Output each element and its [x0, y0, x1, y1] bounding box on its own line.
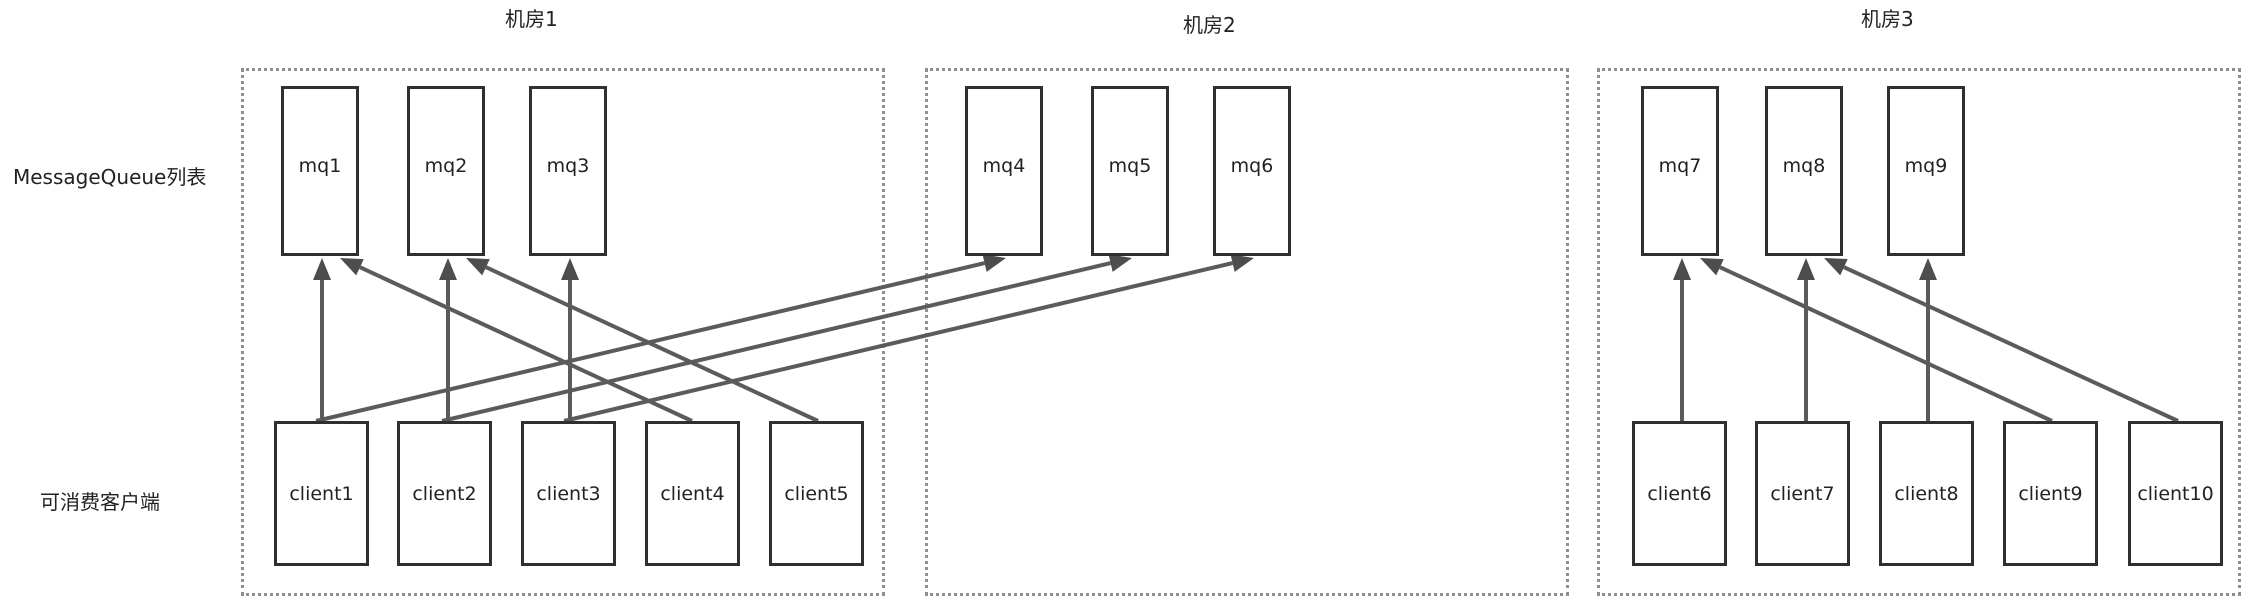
edge-line-client5-to-mq2 — [485, 265, 819, 423]
edge-line-client9-to-mq7 — [1719, 265, 2053, 423]
client-node-3: client3 — [521, 421, 616, 566]
queue-mq7: mq7 — [1641, 86, 1719, 256]
arrowhead-icon — [1673, 258, 1691, 280]
arrowhead-icon — [1797, 258, 1815, 280]
client-node-1: client1 — [274, 421, 369, 566]
edge-line-client4-to-mq1 — [359, 265, 693, 423]
client-node-10: client10 — [2128, 421, 2223, 566]
queue-mq8: mq8 — [1765, 86, 1843, 256]
arrowhead-icon — [982, 254, 1006, 272]
queue-label: mq5 — [1108, 155, 1152, 177]
queue-mq5: mq5 — [1091, 86, 1169, 256]
client-node-9: client9 — [2003, 421, 2098, 566]
room-title-2: 机房2 — [1183, 13, 1236, 37]
client-node-8: client8 — [1879, 421, 1974, 566]
queue-label: mq3 — [546, 155, 590, 177]
room-title-1: 机房1 — [505, 7, 558, 31]
arrowhead-icon — [561, 258, 579, 280]
queue-mq9: mq9 — [1887, 86, 1965, 256]
client-node-5: client5 — [769, 421, 864, 566]
room-zone-1 — [241, 68, 885, 596]
client-row-label: 可消费客户端 — [40, 490, 160, 514]
edge-line-client2-to-mq5 — [441, 261, 1112, 423]
room-title-3: 机房3 — [1861, 7, 1914, 31]
arrowhead-icon — [1700, 258, 1724, 276]
client-label: client2 — [412, 482, 477, 505]
client-label: client7 — [1770, 482, 1835, 505]
client-label: client9 — [2018, 482, 2083, 505]
arrowhead-icon — [1824, 258, 1848, 276]
edge-line-client3-to-mq6 — [563, 261, 1234, 423]
edge-line-client10-to-mq8 — [1843, 265, 2179, 423]
client-label: client5 — [784, 482, 849, 505]
arrowhead-icon — [1108, 254, 1132, 272]
client-label: client1 — [289, 482, 354, 505]
queue-label: mq6 — [1230, 155, 1274, 177]
queue-mq3: mq3 — [529, 86, 607, 256]
arrowhead-icon — [340, 258, 364, 276]
edge-group — [313, 254, 2179, 423]
arrowhead-icon — [466, 258, 490, 276]
queue-mq6: mq6 — [1213, 86, 1291, 256]
queue-mq1: mq1 — [281, 86, 359, 256]
client-node-7: client7 — [1755, 421, 1850, 566]
queue-label: mq4 — [982, 155, 1026, 177]
client-label: client8 — [1894, 482, 1959, 505]
client-label: client6 — [1647, 482, 1712, 505]
client-label: client10 — [2137, 482, 2214, 505]
client-label: client3 — [536, 482, 601, 505]
queue-label: mq9 — [1904, 155, 1948, 177]
queue-row-label: MessageQueue列表 — [13, 165, 207, 189]
queue-label: mq7 — [1658, 155, 1702, 177]
arrowhead-icon — [1919, 258, 1937, 280]
room-zone-3 — [1597, 68, 2241, 596]
arrowhead-icon — [313, 258, 331, 280]
queue-mq2: mq2 — [407, 86, 485, 256]
room-zone-2 — [925, 68, 1569, 596]
client-label: client4 — [660, 482, 725, 505]
queue-mq4: mq4 — [965, 86, 1043, 256]
queue-label: mq1 — [298, 155, 342, 177]
queue-label: mq2 — [424, 155, 468, 177]
client-node-4: client4 — [645, 421, 740, 566]
queue-label: mq8 — [1782, 155, 1826, 177]
client-node-6: client6 — [1632, 421, 1727, 566]
client-node-2: client2 — [397, 421, 492, 566]
arrowhead-icon — [1230, 254, 1254, 272]
arrowhead-icon — [439, 258, 457, 280]
